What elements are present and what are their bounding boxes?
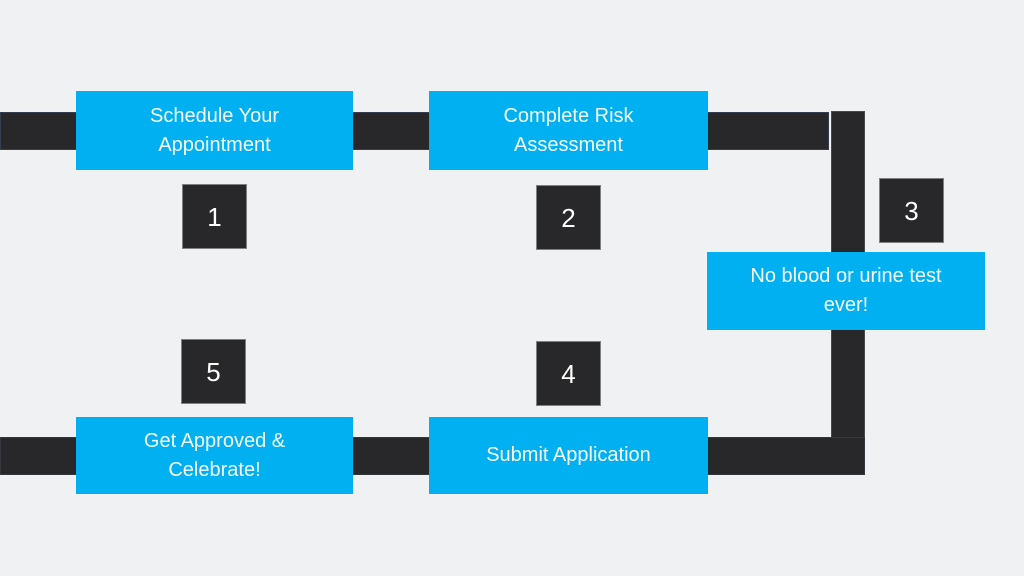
step-label-box-submit-application: Submit Application	[429, 417, 708, 494]
step-number-badge-2: 2	[536, 185, 601, 250]
step-label-text: No blood or urine test ever!	[750, 265, 942, 316]
step-number-badge-1: 1	[182, 184, 247, 249]
step-number-badge-4: 4	[536, 341, 601, 406]
step-label-text: Schedule Your Appointment	[149, 104, 279, 156]
step-label-box-no-blood-test: No blood or urine test ever!	[707, 252, 985, 330]
step-label-text: Submit Application	[486, 444, 651, 466]
step-number-badge-3: 3	[879, 178, 944, 243]
step-label-text: Get Approved & Celebrate!	[143, 429, 286, 481]
step-label-box-risk-assessment: Complete Risk Assessment	[429, 91, 708, 170]
step-label-box-schedule-appointment: Schedule Your Appointment	[76, 91, 353, 170]
step-number-badge-5: 5	[181, 339, 246, 404]
step-label-text: Complete Risk Assessment	[503, 104, 634, 156]
step-label-box-get-approved: Get Approved & Celebrate!	[76, 417, 353, 494]
